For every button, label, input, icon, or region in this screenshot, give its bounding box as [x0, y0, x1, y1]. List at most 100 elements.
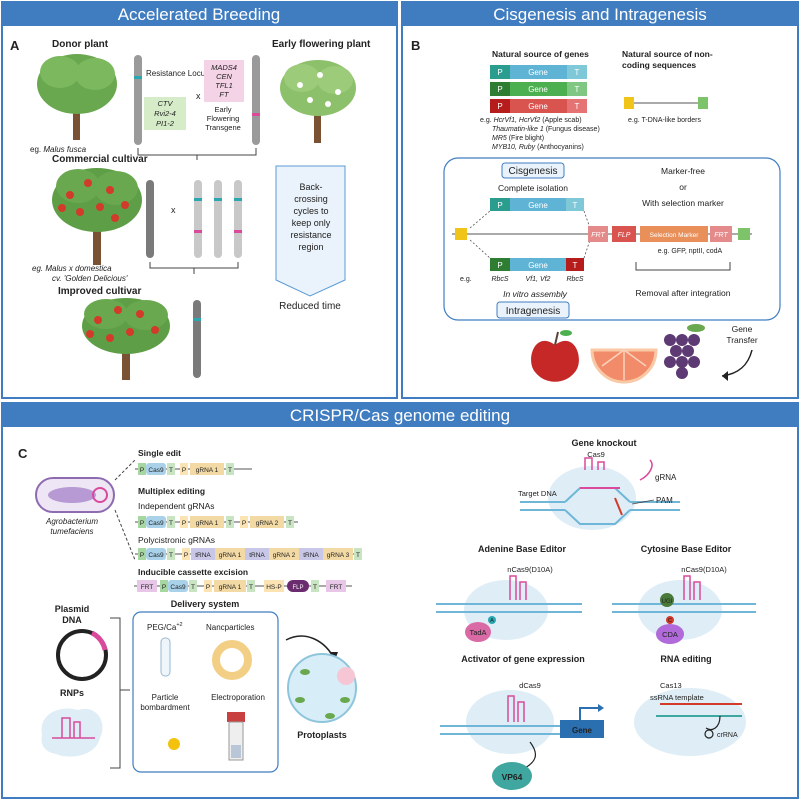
electroporation-label: Electroporation: [211, 693, 265, 702]
cross-symbol: x: [196, 91, 201, 101]
tdna-borders: [624, 97, 708, 109]
gene-example-3: MR5 (Fire blight): [492, 135, 544, 142]
agro-dash-lines: [114, 459, 136, 561]
panel-c-header: CRISPR/Cas genome editing: [290, 406, 510, 425]
transgene-genes-box: [204, 60, 244, 102]
svg-text:T: T: [356, 552, 360, 559]
commercial-chromosomes: [146, 180, 242, 258]
removal-label: Removal after integration: [636, 288, 731, 298]
intragenesis-label: Intragenesis: [506, 306, 560, 317]
gene-transfer-arrowhead: [722, 371, 728, 381]
svg-text:FRT: FRT: [330, 584, 343, 591]
inducible-title: Inducible cassette excision: [138, 567, 248, 577]
delivery-title: Delivery system: [171, 599, 240, 609]
knockout-diagram: [520, 457, 680, 530]
panel-a-header: Accelerated Breeding: [118, 5, 281, 24]
cisgenesis-label-box: [501, 162, 565, 179]
panel-b-letter: B: [411, 38, 420, 53]
tdna-example: e.g. T-DNA-like borders: [628, 117, 702, 124]
intragenesis-label-box: [496, 301, 570, 319]
intragenic-cassette: P Gene T: [490, 258, 584, 271]
delivery-bracket: [110, 617, 130, 769]
abe-a-label: A: [490, 618, 494, 624]
svg-text:Gene: Gene: [528, 68, 548, 77]
cuvette-icon: [227, 712, 245, 761]
svg-text:P: P: [140, 467, 144, 474]
plasmid-icon: [56, 629, 108, 681]
svg-text:T: T: [169, 467, 173, 474]
agrobacterium-label-1: Agrobacterium: [45, 517, 98, 526]
donor-tree-icon: [37, 54, 117, 140]
svg-text:FLP: FLP: [292, 585, 303, 591]
backcross-text-4: keep only: [292, 218, 331, 228]
marker-examples: e.g. GFP, nptII, codA: [658, 248, 723, 255]
gene-label: Gene: [572, 726, 593, 735]
noncoding-title-1: Natural source of non-: [622, 49, 713, 59]
particle-label-1: Particle: [152, 693, 179, 702]
protoplasts-label: Protoplasts: [297, 730, 347, 740]
svg-text:T: T: [575, 68, 580, 77]
multiplex-title: Multiplex editing: [138, 486, 205, 496]
svg-text:T: T: [249, 584, 253, 591]
resistance-gene-2: Rvi2-4: [154, 109, 176, 118]
construct-line: FRT FLP Selection Marker FRT: [452, 226, 752, 242]
svg-text:HS-P: HS-P: [266, 584, 282, 591]
improved-tree-icon: [82, 298, 170, 380]
svg-text:gRNA 3: gRNA 3: [327, 552, 350, 559]
rnp-icon: [41, 708, 103, 757]
svg-text:P: P: [162, 584, 166, 591]
gold-particle-icon: [168, 738, 180, 750]
abe-title: Adenine Base Editor: [478, 544, 567, 554]
knockout-target: Target DNA: [518, 489, 557, 498]
or-label: or: [679, 182, 687, 192]
panel-c: CRISPR/Cas genome editing C Agrobacteriu…: [1, 402, 799, 799]
crrna-label: crRNA: [717, 732, 738, 739]
panel-a: Accelerated Breeding A Donor plant eg. M…: [1, 1, 398, 399]
knockout-grna: gRNA: [655, 473, 677, 482]
svg-text:P: P: [140, 552, 144, 559]
backcross-text-1: Back-: [299, 182, 322, 192]
independent-construct: P Cas9 T P gRNA 1 T P gRNA 2 T: [135, 516, 298, 528]
svg-text:P: P: [497, 201, 502, 210]
independent-label: Independent gRNAs: [138, 501, 215, 511]
svg-text:P: P: [497, 85, 502, 94]
removal-bracket: [635, 262, 731, 271]
transgene-label-1: Early: [214, 105, 231, 114]
svg-text:T: T: [573, 261, 578, 270]
polycistronic-construct: P Cas9 T P tRNA gRNA 1 tRNA gRNA 2 tRNA …: [135, 548, 362, 560]
svg-text:Gene: Gene: [528, 85, 548, 94]
backcross-text-6: region: [298, 242, 323, 252]
cbe-diagram: [612, 575, 756, 644]
donor-chromosome: [134, 55, 142, 145]
cross-bracket: [137, 148, 257, 160]
svg-text:Gene: Gene: [528, 102, 548, 111]
svg-text:Gene: Gene: [528, 201, 548, 210]
rnps-label: RNPs: [60, 688, 84, 698]
dcas9-label: dCas9: [519, 681, 541, 690]
svg-text:P: P: [497, 68, 502, 77]
reduced-time-label: Reduced time: [279, 301, 341, 312]
svg-text:Cas9: Cas9: [148, 467, 164, 474]
panel-a-letter: A: [10, 38, 20, 53]
ugi-label: UGI: [662, 599, 673, 605]
commercial-tree-icon: [52, 168, 142, 265]
knockout-title: Gene knockout: [571, 438, 636, 448]
resistance-locus-label: Resistance Locus: [146, 69, 209, 78]
protoplast-icon: [287, 653, 357, 723]
svg-text:Selection Marker: Selection Marker: [650, 232, 700, 239]
cbe-c-label: C: [668, 618, 672, 624]
svg-text:T: T: [191, 584, 195, 591]
knockout-pam: PAM: [656, 496, 673, 505]
transgene-label-3: Transgene: [205, 123, 241, 132]
gene-transfer-arrow: [721, 349, 753, 377]
apple-icon: [531, 330, 579, 382]
svg-text:T: T: [288, 520, 292, 527]
tada-label: TadA: [469, 628, 486, 637]
nanoparticles-label: Nancparticles: [206, 623, 254, 632]
svg-text:FRT: FRT: [141, 584, 154, 591]
grapes-icon: [664, 324, 705, 379]
panel-b-header: Cisgenesis and Intragenesis: [493, 5, 707, 24]
gene-transfer-label-2: Transfer: [726, 335, 758, 345]
